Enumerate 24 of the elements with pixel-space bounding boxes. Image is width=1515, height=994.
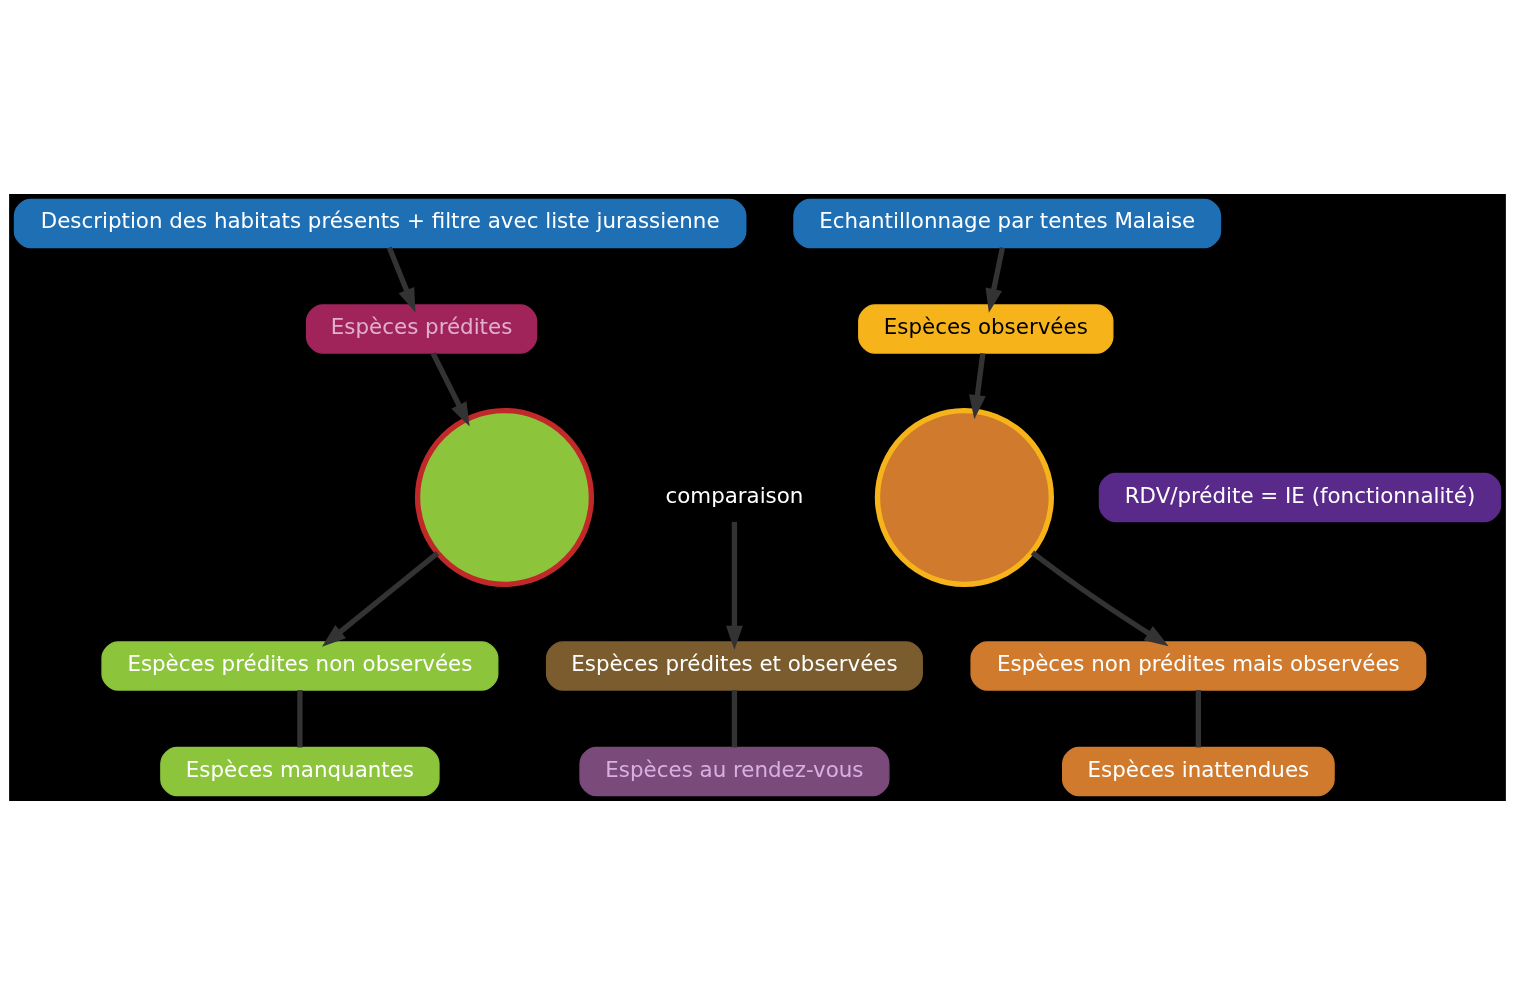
- node-box: Espèces prédites: [305, 303, 538, 354]
- arrow: [430, 351, 470, 427]
- node-text: comparaison: [665, 482, 804, 508]
- node-box: RDV/prédite = IE (fonctionnalité): [1098, 472, 1502, 522]
- node-box: Espèces inattendues: [1062, 746, 1335, 796]
- arrow: [1030, 550, 1169, 646]
- connector: [297, 689, 303, 747]
- arrow: [985, 246, 1006, 313]
- arrow: [726, 521, 743, 650]
- connector: [1195, 689, 1202, 747]
- node-box: Espèces observées: [858, 303, 1114, 354]
- arrow: [321, 550, 440, 647]
- node-circle: [874, 407, 1054, 587]
- node-box: Espèces au rendez-vous: [579, 746, 890, 796]
- arrow: [386, 246, 416, 312]
- node-box: Description des habitats présents + filtre avec liste jurassienne: [13, 198, 747, 248]
- node-box: Espèces manquantes: [160, 746, 440, 796]
- node-box: Espèces prédites non observées: [101, 640, 499, 691]
- node-box: Echantillonnage par tentes Malaise: [793, 198, 1222, 248]
- node-box: Espèces non prédites mais observées: [970, 640, 1427, 691]
- node-circle: [414, 407, 595, 587]
- node-box: Espèces prédites et observées: [545, 640, 923, 691]
- arrow: [969, 352, 986, 419]
- connector: [731, 689, 738, 747]
